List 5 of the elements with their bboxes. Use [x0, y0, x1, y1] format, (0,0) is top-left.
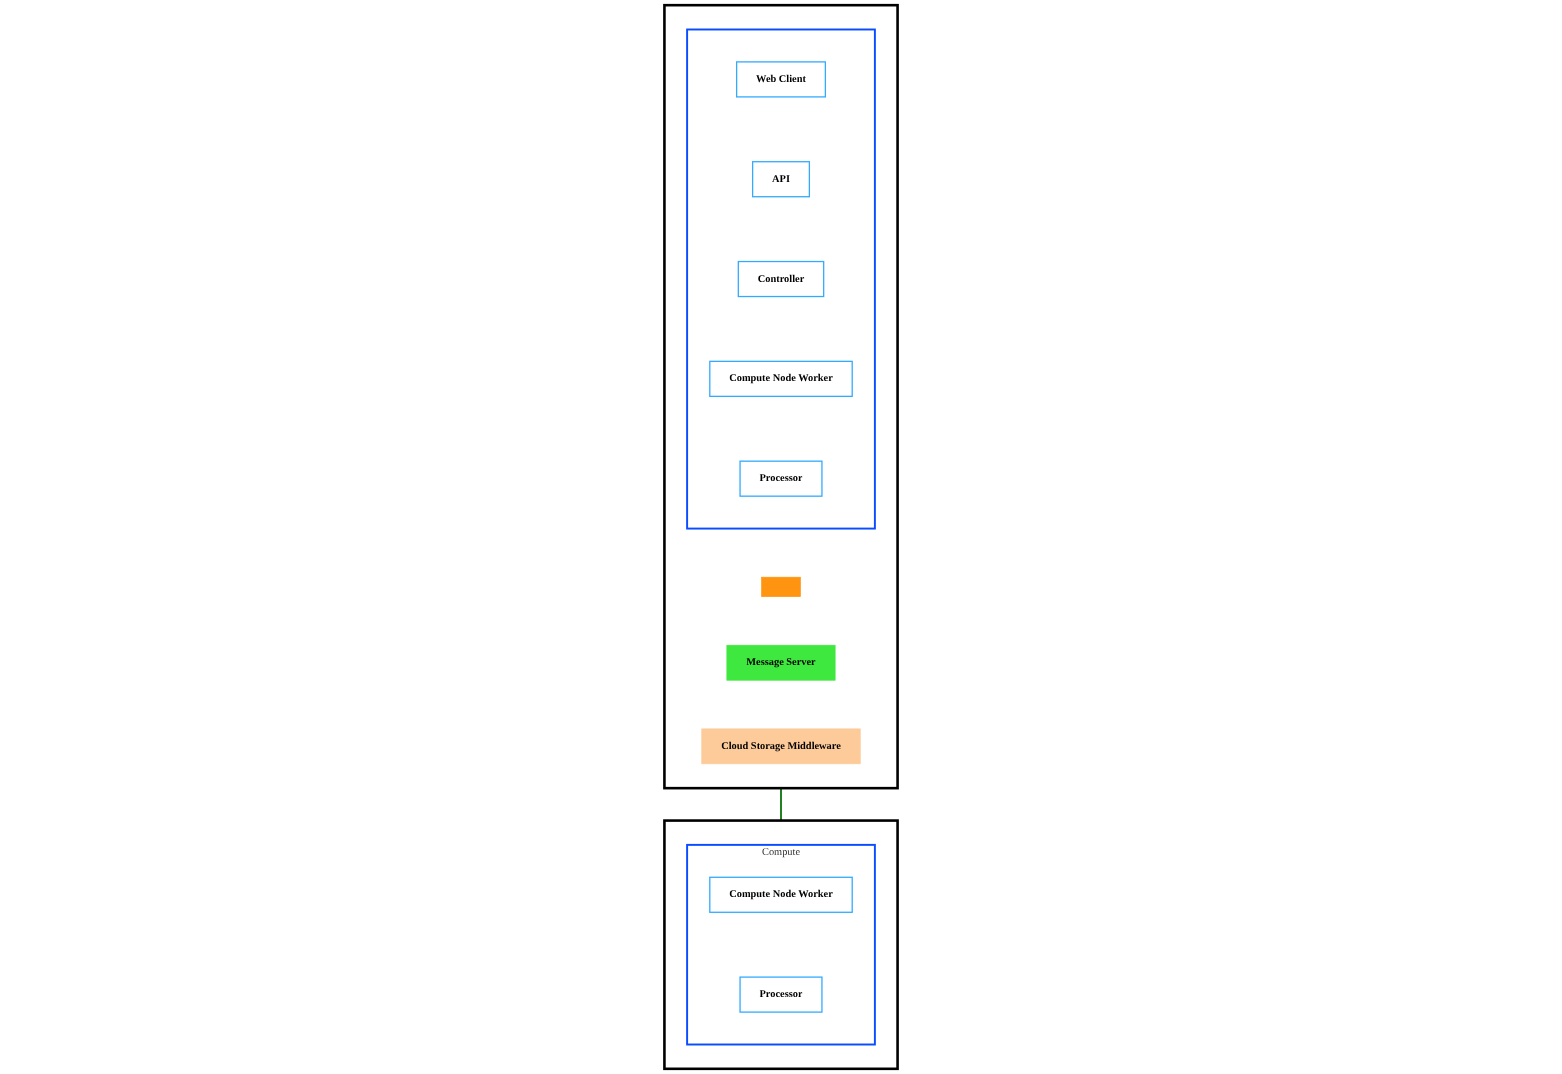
- cluster: [686, 28, 876, 530]
- cluster: [663, 819, 899, 1071]
- node-box: [761, 576, 801, 597]
- connector: [780, 787, 782, 822]
- cluster: [663, 3, 899, 790]
